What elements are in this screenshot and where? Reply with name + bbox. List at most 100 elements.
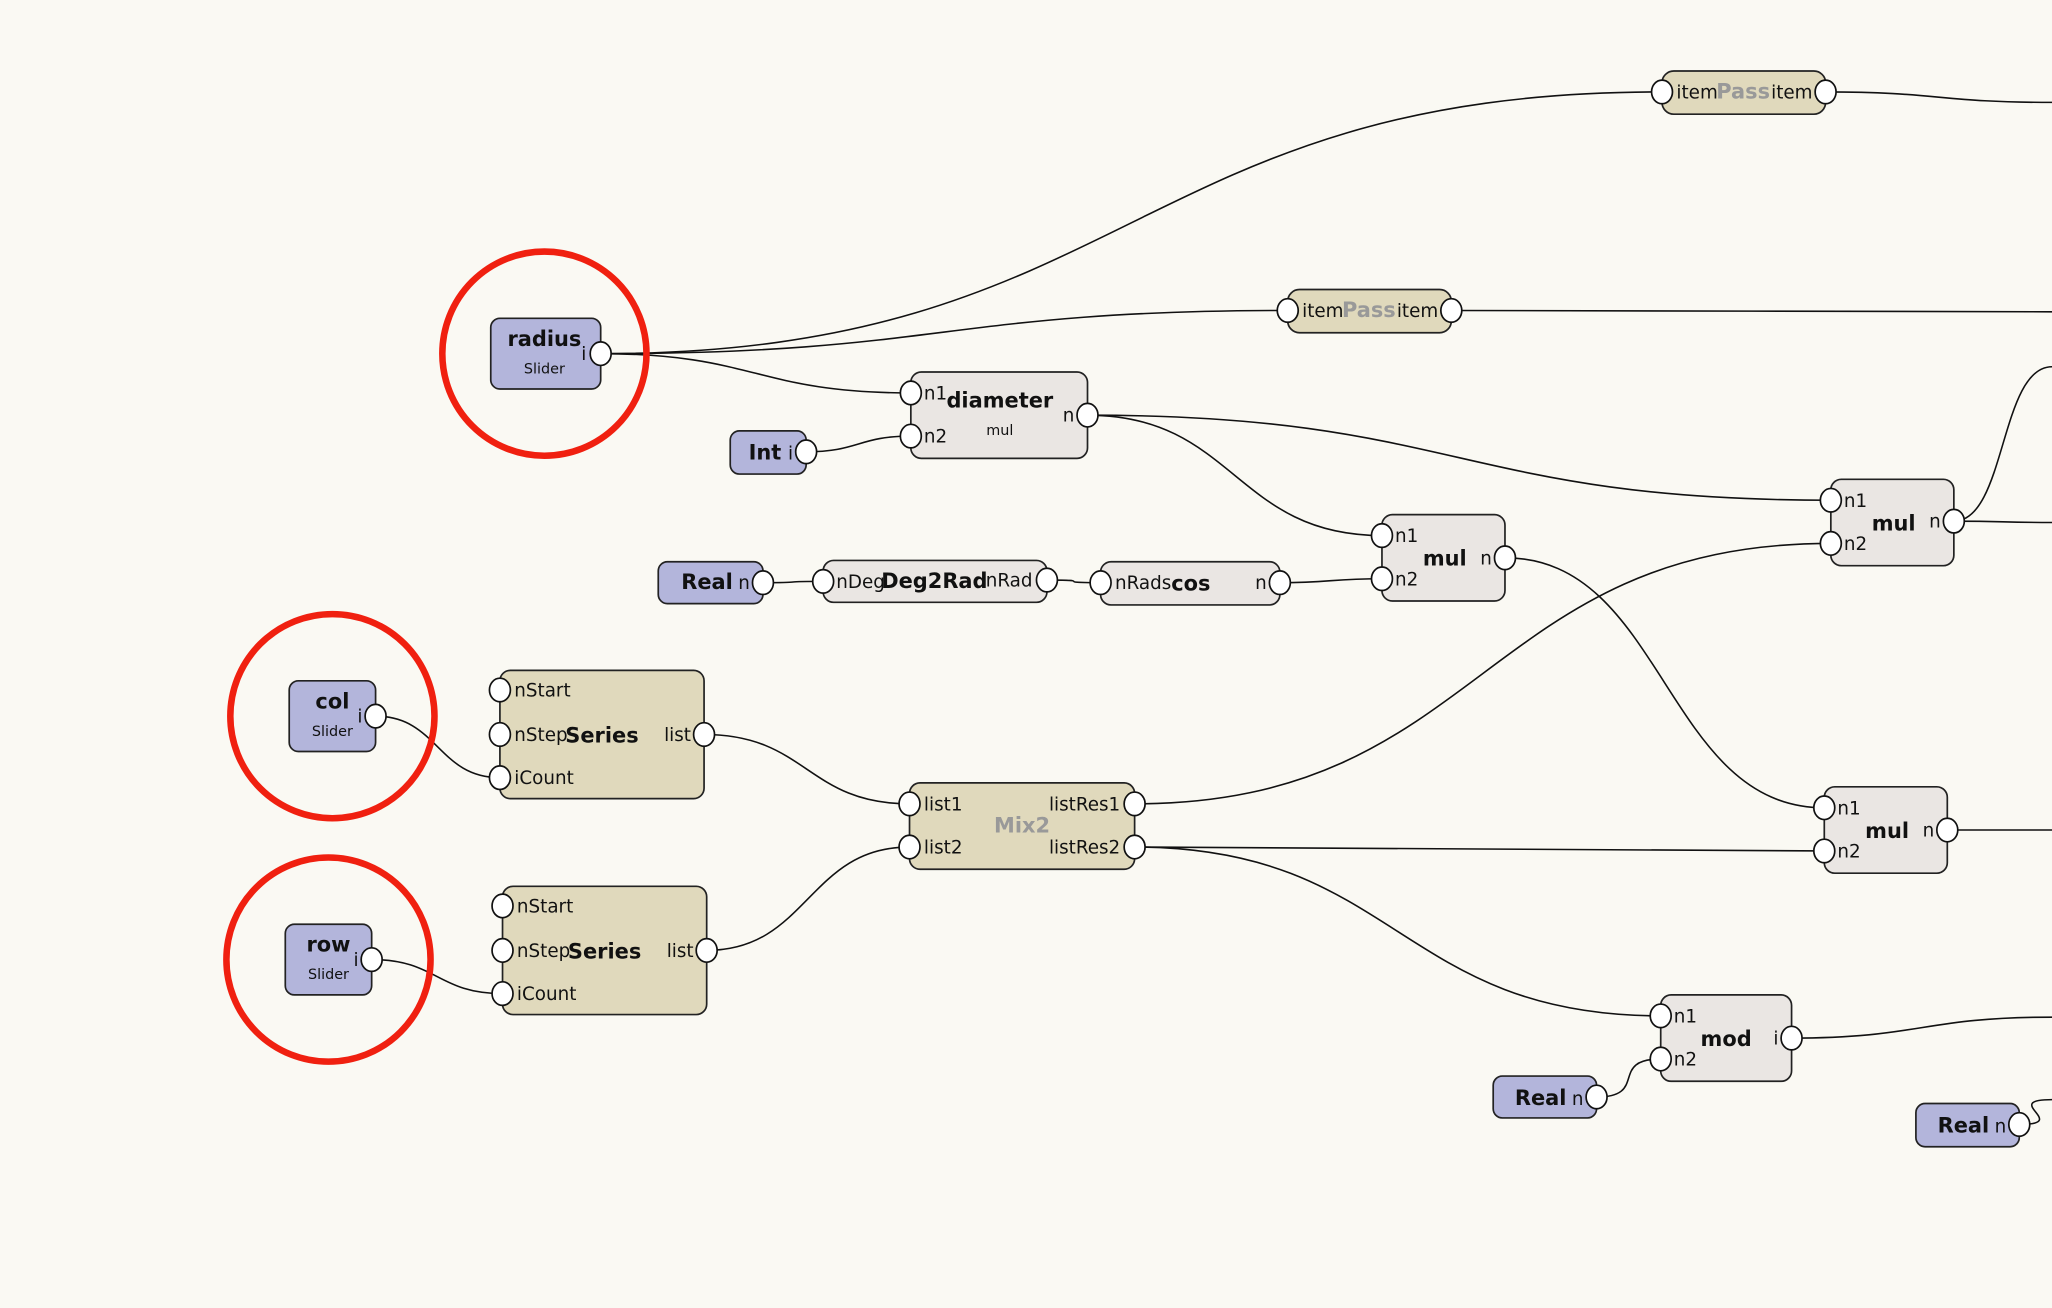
port-x2[interactable] <box>898 834 921 860</box>
wire <box>1451 309 2052 313</box>
port-x1[interactable] <box>898 791 921 817</box>
port-label: n1 <box>1395 526 1418 547</box>
mul-node-1[interactable]: n1 n2 mul n <box>1381 513 1506 602</box>
mod-node[interactable]: n1 n2 mod i <box>1659 994 1793 1083</box>
port-label: nDeg <box>836 572 885 593</box>
port-label: n2 <box>924 427 947 448</box>
col-slider-node[interactable]: col Slider i <box>288 679 377 753</box>
port-label: iCount <box>514 768 573 789</box>
mul-node-3[interactable]: n1 n2 mul n <box>1823 785 1949 875</box>
port-m1a[interactable] <box>1370 522 1394 549</box>
port-label: n2 <box>1674 1050 1697 1071</box>
port-dno[interactable] <box>1076 402 1099 428</box>
port-dgo[interactable] <box>1035 567 1059 593</box>
port-label: nStart <box>517 896 573 917</box>
deg2rad-node[interactable]: nDeg Deg2Rad nRad <box>822 559 1048 604</box>
port-s1c[interactable] <box>488 765 512 791</box>
port-label: nStep <box>514 725 567 746</box>
port-s1b[interactable] <box>488 721 512 748</box>
port-dgi[interactable] <box>811 568 835 594</box>
node-title: diameter <box>946 388 1053 412</box>
port-mob[interactable] <box>1649 1046 1673 1072</box>
port-int[interactable] <box>794 439 818 465</box>
int-node[interactable]: Int i <box>729 430 807 475</box>
port-label: list1 <box>924 794 963 815</box>
wire <box>1504 557 1825 809</box>
port-m3o[interactable] <box>1935 817 1959 843</box>
wire <box>2019 1098 2052 1126</box>
port-p2o[interactable] <box>1439 297 1463 324</box>
port-label: i <box>357 707 362 728</box>
port-label: listRes1 <box>1049 794 1120 815</box>
port-label: i <box>788 444 793 465</box>
port-dn2[interactable] <box>899 423 923 449</box>
node-title: row <box>306 933 350 957</box>
port-s2c[interactable] <box>491 980 514 1007</box>
ports[interactable] <box>360 79 2031 1138</box>
port-s2a[interactable] <box>491 893 514 919</box>
port-s1o[interactable] <box>692 721 716 748</box>
node-title: Pass <box>1716 79 1770 103</box>
wire <box>1134 542 1831 805</box>
mix2-node[interactable]: list1 list2 Mix2 listRes1 listRes2 <box>908 782 1136 871</box>
port-label: list <box>667 941 694 962</box>
port-s2o[interactable] <box>695 937 719 964</box>
port-row[interactable] <box>360 946 383 973</box>
port-p1i[interactable] <box>1650 79 1674 105</box>
port-label: n <box>1923 821 1935 842</box>
port-label: n1 <box>1674 1006 1697 1027</box>
port-xo1[interactable] <box>1123 791 1146 817</box>
port-co[interactable] <box>1268 570 1292 596</box>
pass-node-2[interactable]: item Pass item <box>1286 288 1453 334</box>
wire <box>1134 846 1661 1017</box>
wire <box>1279 577 1382 584</box>
port-p1o[interactable] <box>1814 79 1837 105</box>
diameter-node[interactable]: n1 n2 diameter mul n <box>909 371 1089 460</box>
series-node-2[interactable]: nStart nStep iCount Series list <box>501 885 708 1016</box>
node-title: mod <box>1701 1027 1752 1051</box>
port-s2b[interactable] <box>491 937 514 964</box>
port-dn1[interactable] <box>899 380 923 406</box>
port-label: n1 <box>1837 798 1860 819</box>
port-label: n <box>1572 1089 1584 1110</box>
wire <box>1596 1058 1661 1098</box>
wire <box>704 733 910 805</box>
cos-node[interactable]: nRads cos n <box>1099 560 1281 606</box>
series-node-1[interactable]: nStart nStep iCount Series list <box>499 669 705 800</box>
port-m3b[interactable] <box>1812 838 1836 864</box>
port-r1[interactable] <box>751 570 775 596</box>
port-m2o[interactable] <box>1942 508 1966 534</box>
mul-node-2[interactable]: n1 n2 mul n <box>1829 478 1955 567</box>
port-r3[interactable] <box>2007 1111 2031 1138</box>
real-node-2[interactable]: Real n <box>1492 1075 1598 1119</box>
row-slider-node[interactable]: row Slider i <box>284 923 373 996</box>
wire <box>371 958 503 995</box>
port-xo2[interactable] <box>1123 834 1146 860</box>
port-m2b[interactable] <box>1819 530 1843 557</box>
port-label: n <box>1063 406 1075 427</box>
radius-slider-node[interactable]: radius Slider i <box>489 317 602 390</box>
port-s1a[interactable] <box>488 677 512 703</box>
port-label: list <box>664 725 691 746</box>
pass-node-1[interactable]: item Pass item <box>1661 70 1827 116</box>
node-subtitle: Slider <box>312 724 353 740</box>
real-node-3[interactable]: Real n <box>1915 1102 2021 1148</box>
real-node-1[interactable]: Real n <box>657 560 764 605</box>
port-m2a[interactable] <box>1819 487 1843 513</box>
port-m1o[interactable] <box>1493 545 1517 571</box>
port-rad[interactable] <box>589 341 613 367</box>
port-moo[interactable] <box>1780 1025 1803 1051</box>
port-m1b[interactable] <box>1370 566 1394 592</box>
wire <box>600 352 911 394</box>
node-title: Real <box>1515 1086 1567 1110</box>
port-ci[interactable] <box>1089 570 1112 596</box>
port-m3a[interactable] <box>1812 795 1836 821</box>
port-col[interactable] <box>364 703 387 729</box>
port-moa[interactable] <box>1649 1003 1673 1029</box>
port-p2i[interactable] <box>1276 297 1300 324</box>
node-title: Series <box>568 939 641 963</box>
port-r2[interactable] <box>1585 1084 1608 1110</box>
node-subtitle: Slider <box>524 361 565 377</box>
port-label: listRes2 <box>1049 838 1120 859</box>
